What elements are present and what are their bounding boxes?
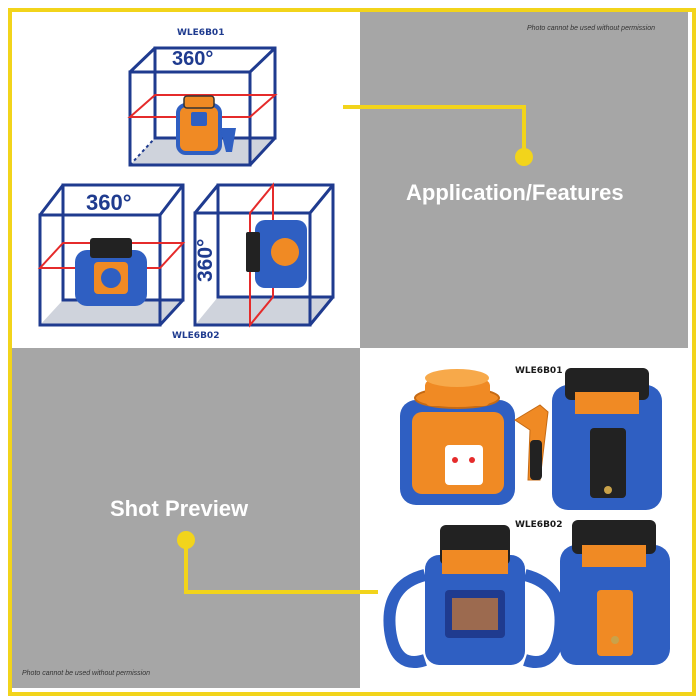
- features-diagram-panel: [12, 12, 360, 348]
- application-panel: [360, 12, 688, 348]
- permission-notice-top: Photo cannot be used without permission: [527, 25, 656, 32]
- model-label-top-diagram: WLE6B01: [177, 28, 225, 38]
- preview-panel: [12, 348, 360, 688]
- degree-label-a: 360°: [172, 48, 214, 70]
- yellow-frame: [8, 8, 696, 696]
- laser-unit-blue-back-photo-2: [560, 520, 670, 665]
- laser-unit-orange-photo: [400, 369, 549, 505]
- connector-dot-top: [515, 148, 533, 166]
- application-features-label: Application/Features: [406, 180, 624, 205]
- photo-model-label-b: WLE6B02: [515, 520, 563, 530]
- model-label-bottom-diagram: WLE6B02: [172, 331, 220, 341]
- degree-label-b: 360°: [86, 190, 132, 215]
- laser-unit-blue-back-photo: [552, 368, 662, 510]
- connector-dot-bottom: [177, 531, 195, 549]
- laser-unit-blue-handles-photo: [383, 525, 567, 668]
- permission-notice-bottom: Photo cannot be used without permission: [22, 670, 151, 677]
- photo-model-label-a: WLE6B01: [515, 366, 563, 376]
- shot-preview-label: Shot Preview: [110, 496, 249, 521]
